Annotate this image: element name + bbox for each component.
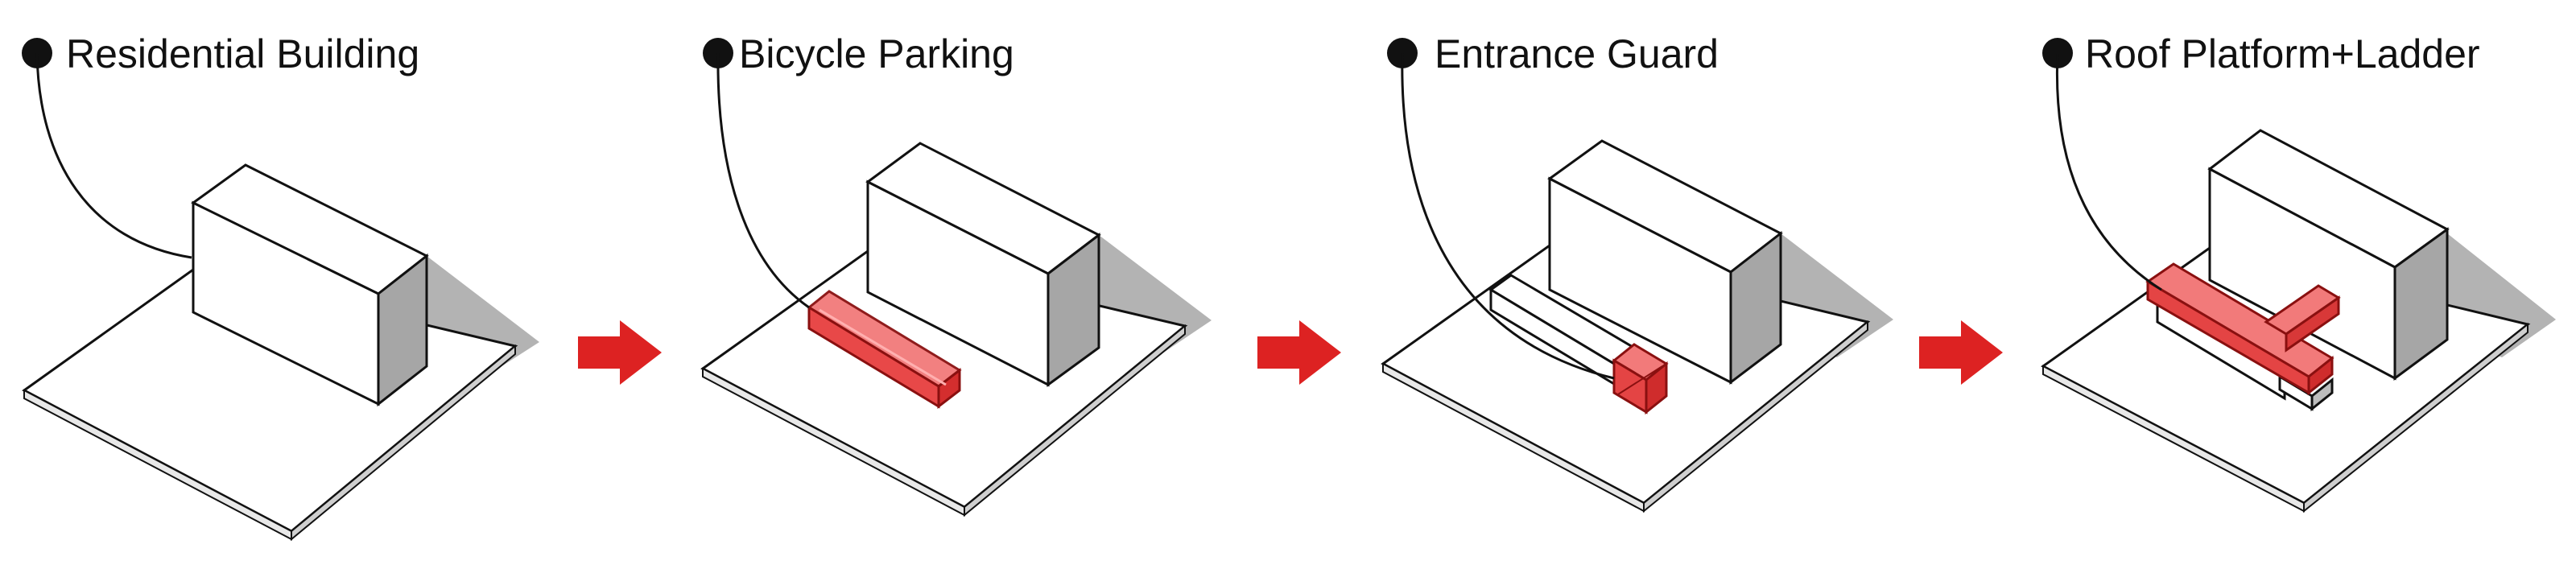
step-label: Bicycle Parking [739, 31, 1014, 76]
ladder-bridge-front [2285, 295, 2340, 353]
site-slab-edge-right [291, 344, 516, 542]
shelter-inner-edge [819, 308, 947, 386]
arrow-right-icon [1919, 320, 2003, 385]
arrow-right-icon [578, 320, 662, 385]
panel-residential-building: Residential Building [22, 31, 539, 542]
arrow-right-icon [1257, 320, 1341, 385]
site-slab-edge-right [2303, 322, 2529, 513]
site-slab-edge-right [1643, 320, 1868, 513]
leader-line [35, 52, 192, 259]
panel-bicycle-parking: Bicycle Parking [700, 31, 1212, 518]
building-side [1729, 230, 1782, 386]
guard-box-inner-edge [1617, 365, 1663, 395]
leader-line [716, 52, 810, 309]
panel-roof-platform-ladder: Roof Platform+Ladder [2041, 31, 2556, 513]
step-label: Residential Building [66, 31, 419, 76]
step-label: Entrance Guard [1435, 31, 1719, 76]
leader-line [1401, 52, 1615, 380]
building-side [1046, 232, 1100, 387]
guard-box-side [1645, 361, 1668, 415]
panel-entrance-guard: Entrance Guard [1381, 31, 1893, 513]
site-slab-edge-right [964, 324, 1186, 518]
building-side [377, 253, 428, 407]
step-label: Roof Platform+Ladder [2085, 31, 2480, 76]
bicycle-shelter-end [937, 367, 961, 410]
guard-box-side [2310, 377, 2334, 412]
building-side [2393, 227, 2449, 381]
roof-platform-end [2307, 355, 2334, 396]
leader-line [2055, 52, 2162, 291]
